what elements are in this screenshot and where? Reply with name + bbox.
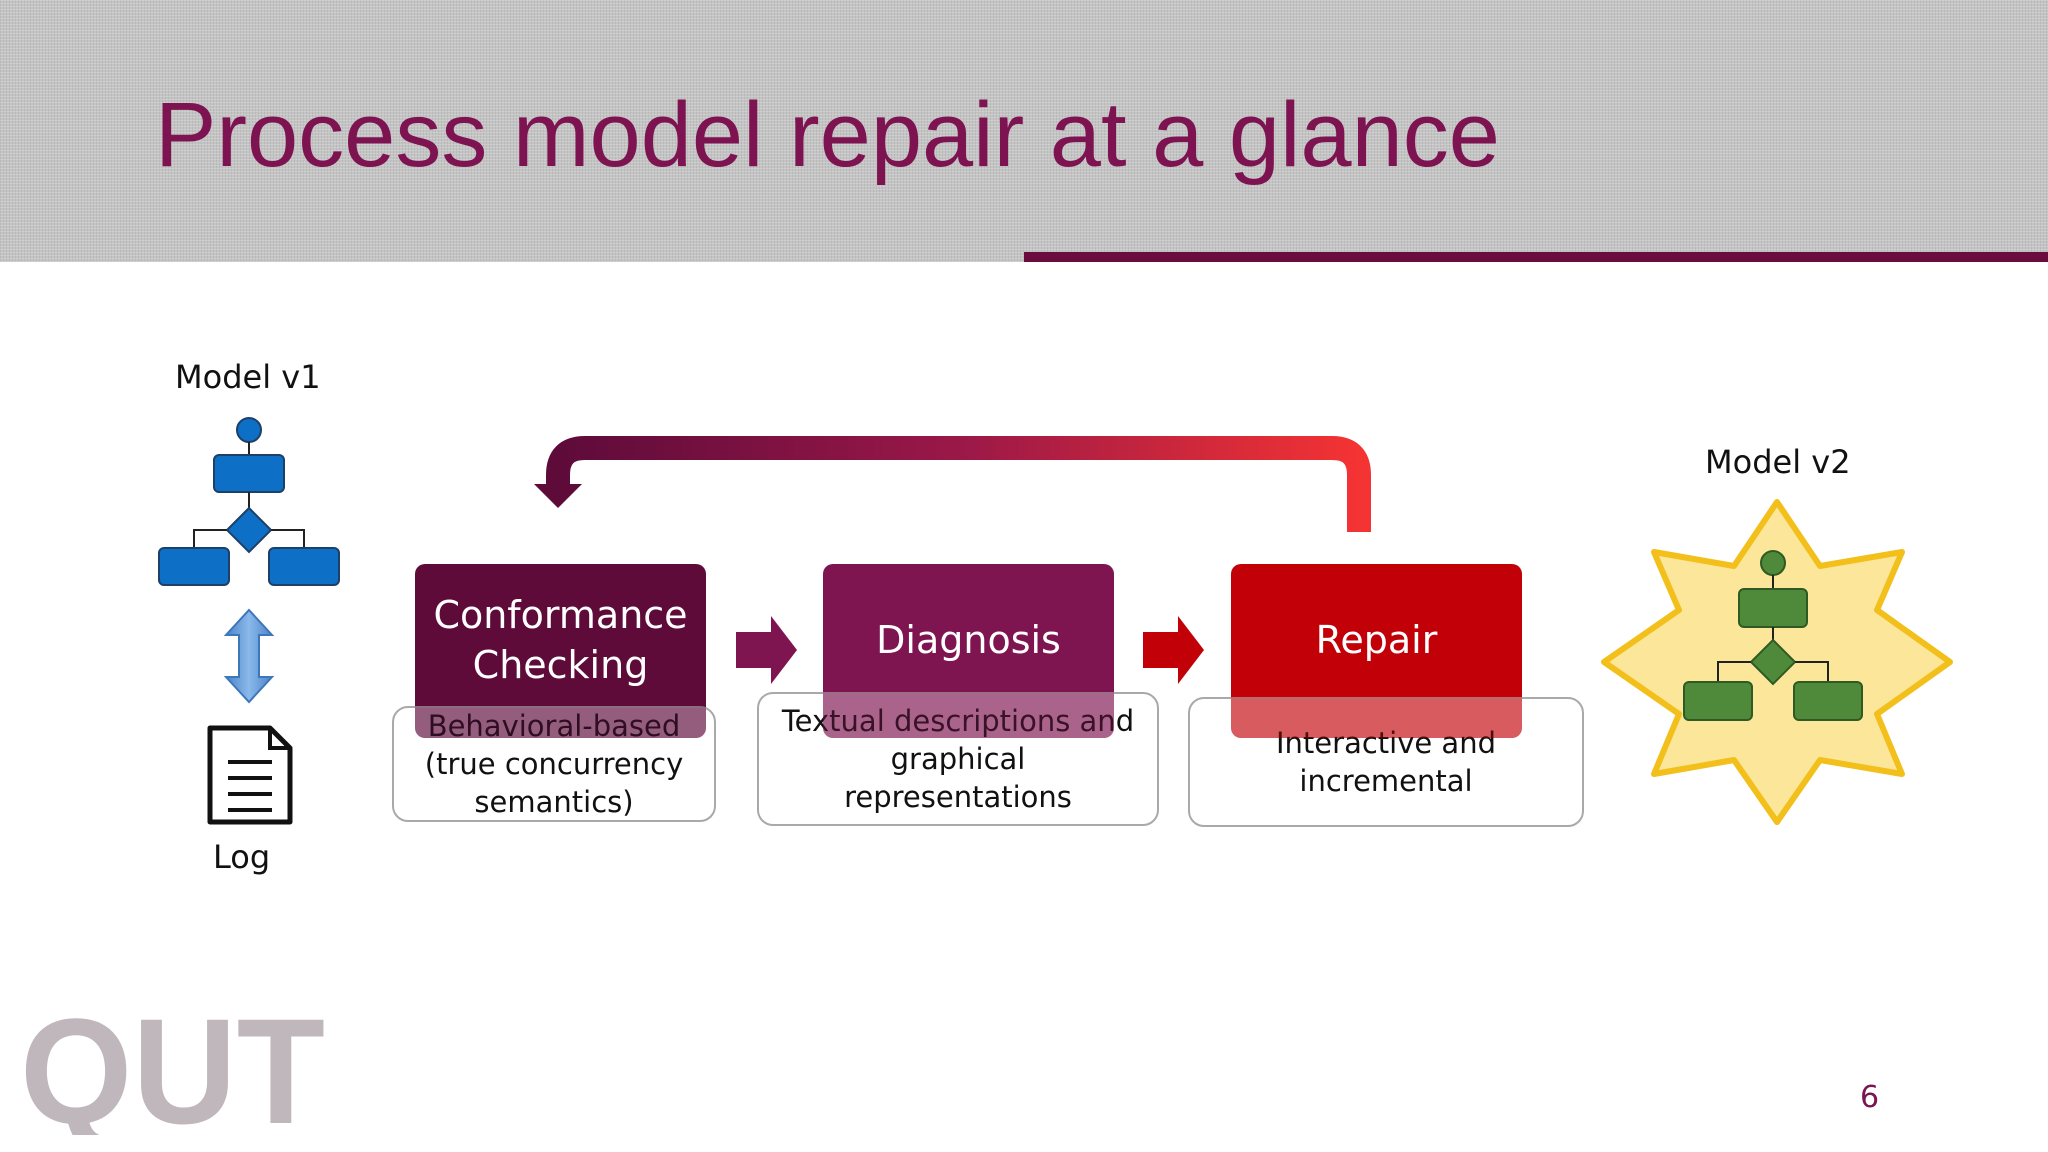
title-accent-bar [1024,252,2048,262]
model-v2-label: Model v2 [1705,443,1851,481]
desc-repair-text: Interactive and incremental [1276,726,1496,798]
document-icon [207,725,293,825]
stage-diagnosis-label: Diagnosis [876,618,1061,662]
desc-conformance-checking-text: Behavioral-based (true concurrency seman… [424,709,684,819]
qut-logo-text: QUT [20,995,325,1135]
desc-conformance-checking: Behavioral-based (true concurrency seman… [392,706,716,822]
stage-repair-label: Repair [1315,618,1438,662]
slide-title: Process model repair at a glance [155,84,1500,186]
double-arrow-icon [223,608,275,704]
model-v1-icon [158,417,340,586]
stage-conformance-checking-label: Conformance Checking [433,593,688,687]
header-banner [0,0,2048,262]
qut-logo: QUT [20,995,325,1135]
feedback-loop-arrow [546,436,1371,532]
desc-repair: Interactive and incremental [1188,697,1584,827]
log-label: Log [213,838,271,876]
model-v2-icon [1683,550,1863,721]
model-v1-label: Model v1 [175,358,321,396]
desc-diagnosis: Textual descriptions and graphical repre… [757,692,1159,826]
arrow-conformance-to-diagnosis [736,616,797,684]
desc-diagnosis-text: Textual descriptions and graphical repre… [781,704,1135,814]
arrow-diagnosis-to-repair [1143,616,1204,684]
feedback-loop-arrowhead [534,484,582,508]
page-number: 6 [1860,1080,1880,1115]
